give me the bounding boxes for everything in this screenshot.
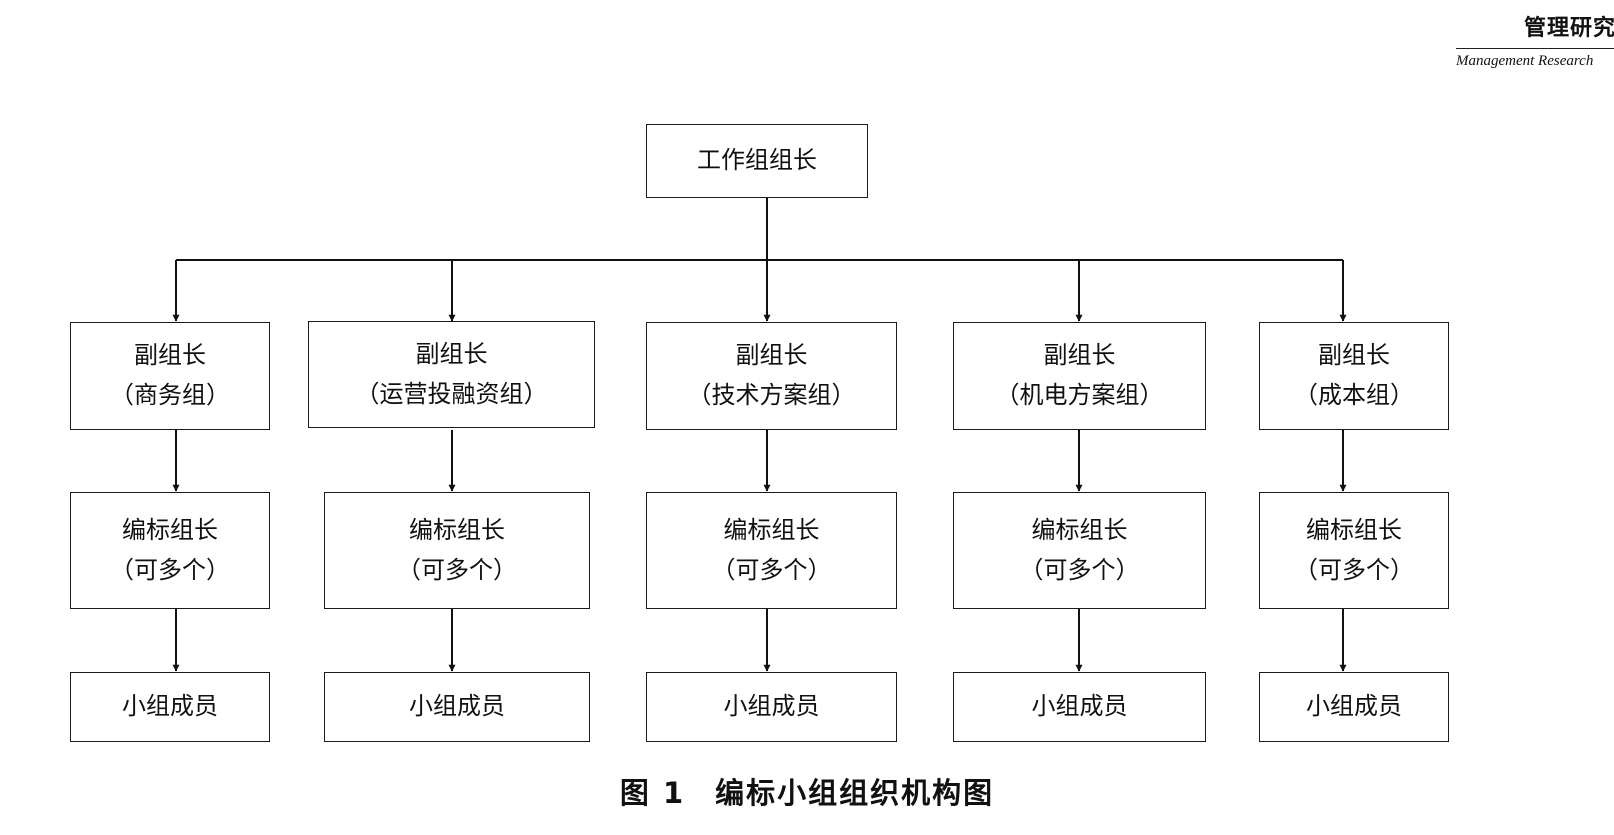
member-node: 小组成员 <box>70 672 270 742</box>
header-rule <box>1456 48 1614 49</box>
node-title: 编标组长 <box>122 515 218 544</box>
node-title: 副组长 <box>415 339 488 368</box>
bid-leader-node: 编标组长 （可多个） <box>70 492 270 609</box>
node-title: 编标组长 <box>723 515 820 544</box>
node-title: 小组成员 <box>1031 692 1128 721</box>
node-subtitle: （可多个） <box>110 555 230 584</box>
deputy-leader-technical: 副组长 （技术方案组） <box>646 322 897 430</box>
bid-leader-node: 编标组长 （可多个） <box>953 492 1206 609</box>
deputy-leader-cost: 副组长 （成本组） <box>1259 322 1449 430</box>
node-title: 编标组长 <box>1031 515 1128 544</box>
deputy-leader-commercial: 副组长 （商务组） <box>70 322 270 430</box>
member-node: 小组成员 <box>953 672 1206 742</box>
node-subtitle: （商务组） <box>110 381 230 409</box>
node-subtitle: （可多个） <box>1294 555 1414 584</box>
figure-title: 编标小组组织机构图 <box>715 776 995 810</box>
member-node: 小组成员 <box>646 672 897 742</box>
node-title: 小组成员 <box>1306 692 1402 721</box>
node-subtitle: （成本组） <box>1294 381 1414 409</box>
root-node-label: 工作组组长 <box>697 146 817 175</box>
node-title: 编标组长 <box>1306 515 1402 544</box>
node-subtitle: （运营投融资组） <box>355 379 548 408</box>
node-title: 小组成员 <box>723 692 820 721</box>
journal-title-cn: 管理研究 <box>1524 16 1614 41</box>
member-node: 小组成员 <box>1259 672 1449 742</box>
node-subtitle: （技术方案组） <box>687 381 856 409</box>
node-title: 副组长 <box>1318 341 1390 370</box>
node-title: 小组成员 <box>122 692 218 721</box>
node-subtitle: （可多个） <box>711 555 832 584</box>
node-title: 编标组长 <box>409 515 505 544</box>
node-subtitle: （可多个） <box>397 555 517 584</box>
root-node: 工作组组长 <box>646 124 868 198</box>
node-title: 小组成员 <box>409 692 505 721</box>
journal-title-en: Management Research <box>1456 53 1594 69</box>
node-subtitle: （机电方案组） <box>995 381 1164 409</box>
figure-number: 图 1 <box>619 776 686 810</box>
bid-leader-node: 编标组长 （可多个） <box>324 492 590 609</box>
node-subtitle: （可多个） <box>1019 555 1140 584</box>
figure-caption: 图 1 编标小组组织机构图 <box>0 770 1614 812</box>
node-title: 副组长 <box>134 341 206 370</box>
deputy-leader-operations-investment: 副组长 （运营投融资组） <box>308 321 595 428</box>
bid-leader-node: 编标组长 （可多个） <box>646 492 897 609</box>
node-title: 副组长 <box>1043 341 1116 370</box>
member-node: 小组成员 <box>324 672 590 742</box>
bid-leader-node: 编标组长 （可多个） <box>1259 492 1449 609</box>
deputy-leader-electromechanical: 副组长 （机电方案组） <box>953 322 1206 430</box>
node-title: 副组长 <box>735 341 808 370</box>
